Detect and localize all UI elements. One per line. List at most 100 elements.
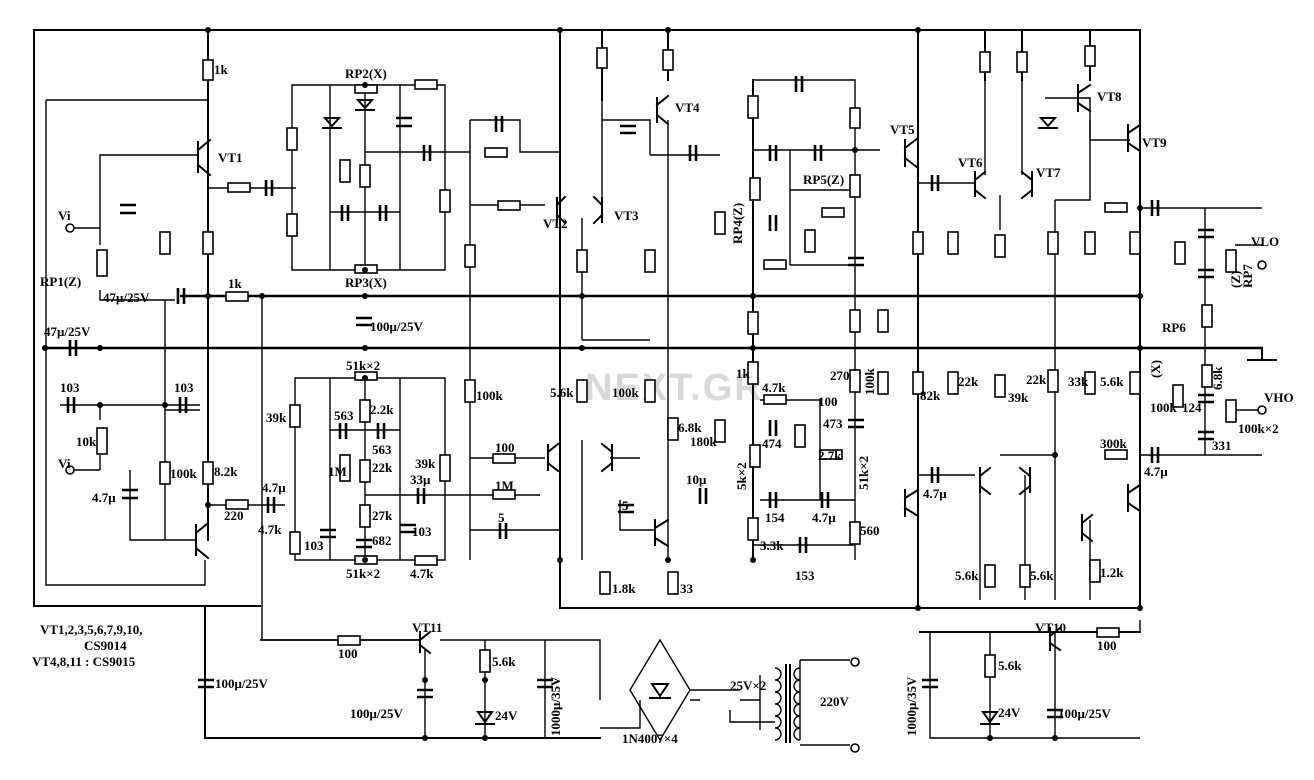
- r-39k-c-label: 39k: [1008, 390, 1029, 405]
- c-563-b-label: 563: [372, 442, 392, 457]
- r-22k-b-label: 22k: [958, 374, 979, 389]
- c-47u-25v-b-label: 47μ/25V: [44, 324, 91, 339]
- r-100-ps1-label: 100: [338, 646, 358, 661]
- r-5k6-d-label: 5.6k: [1030, 568, 1054, 583]
- c-331-label: 331: [1212, 438, 1232, 453]
- r-33k-label: 33k: [1068, 374, 1089, 389]
- watermark: NEXT.GR: [585, 367, 764, 409]
- r-4k7-b-label: 4.7k: [258, 522, 282, 537]
- r-1m-b-label: 1M: [495, 478, 514, 493]
- vi-bottom-label: Vi: [58, 456, 71, 471]
- terminals: [65, 223, 1267, 753]
- r-1k-top-label: 1k: [214, 62, 229, 77]
- r-100k-d-label: 100k: [1150, 400, 1178, 415]
- r-5k6-c-label: 5.6k: [955, 568, 979, 583]
- c-103-c-label: 103: [412, 524, 432, 539]
- output-stage: [918, 80, 1262, 600]
- transformer: [729, 664, 801, 743]
- vi-top-label: Vi: [58, 208, 71, 223]
- transistor-symbols: [194, 83, 1142, 655]
- c-4u7-b-label: 4.7μ: [262, 480, 286, 495]
- c-10u-label: 10μ: [686, 472, 707, 487]
- rp3-label: RP3(X): [345, 275, 387, 290]
- vt10-label: VT10: [1035, 620, 1066, 635]
- c-1000u-35v-b-label: 1000μ/35V: [904, 676, 919, 736]
- r-1k-mid-label: 1k: [228, 276, 243, 291]
- r-33-label: 33: [680, 581, 694, 596]
- vt2-label: VT2: [543, 216, 568, 231]
- r-100k-x2-label: 100k×2: [1238, 421, 1279, 436]
- c-100u-25v-ps1b-label: 100μ/25V: [350, 706, 403, 721]
- r-560-label: 560: [860, 523, 880, 538]
- r-100k-left-label: 100k: [170, 466, 198, 481]
- vt8-label: VT8: [1097, 89, 1122, 104]
- r-100-ps2-label: 100: [1097, 638, 1117, 653]
- vt9-label: VT9: [1142, 135, 1167, 150]
- vho-label: VHO: [1264, 390, 1294, 405]
- pot-10k-label: 10k: [76, 434, 97, 449]
- r-124-label: 124: [1182, 400, 1202, 415]
- xfmr-sec-label: 25V×2: [730, 678, 766, 693]
- c-4u7-left-label: 4.7μ: [92, 490, 116, 505]
- rp4-label: RP4(Z): [730, 203, 745, 244]
- z-24v-a-label: 24V: [495, 708, 518, 723]
- r-51k-x2-r-label: 51k×2: [856, 456, 871, 490]
- vt11-label: VT11: [412, 620, 442, 635]
- c-100u-25v-ps2-label: 100μ/25V: [1058, 706, 1111, 721]
- npn-list-note: VT1,2,3,5,6,7,9,10,: [40, 622, 143, 637]
- r-6k8-b-label: 6.8k: [1210, 366, 1225, 390]
- c-154-label: 154: [765, 510, 785, 525]
- c-473-label: 473: [823, 416, 843, 431]
- npn-type-note: CS9014: [84, 638, 127, 653]
- r-5k6-ps1-label: 5.6k: [492, 654, 516, 669]
- r-3k3-label: 3.3k: [760, 538, 784, 553]
- vt1-label: VT1: [218, 150, 243, 165]
- c-5-b-label: 5: [622, 498, 629, 513]
- c-563-a-label: 563: [334, 408, 354, 423]
- c-682-label: 682: [372, 533, 392, 548]
- r-100-b-label: 100: [818, 394, 838, 409]
- vt5-label: VT5: [890, 122, 915, 137]
- r-8k2-label: 8.2k: [214, 464, 238, 479]
- r-1k2-label: 1.2k: [1100, 565, 1124, 580]
- r-51k-x2-bot-label: 51k×2: [346, 566, 380, 581]
- vlo-label: VLO: [1251, 234, 1279, 249]
- r-100k-b-label: 100k: [612, 385, 640, 400]
- c-4u7-e-label: 4.7μ: [923, 486, 947, 501]
- c-100u-25v-mid-label: 100μ/25V: [370, 319, 423, 334]
- r-1k-rp4-label: 1k: [736, 366, 751, 381]
- r-27k-label: 27k: [372, 508, 393, 523]
- junctions: [42, 27, 1143, 741]
- r-22k-a-label: 22k: [372, 460, 393, 475]
- r-39k-a-label: 39k: [266, 410, 287, 425]
- r-39k-b-label: 39k: [415, 456, 436, 471]
- r-100k-mid-label: 100k: [476, 388, 504, 403]
- r-180k-label: 180k: [690, 434, 718, 449]
- r-5k6-b-label: 5.6k: [1100, 374, 1124, 389]
- transistor-notes: VT1,2,3,5,6,7,9,10, CS9014 VT4,8,11 : CS…: [32, 622, 143, 669]
- c-103-d-label: 103: [304, 538, 324, 553]
- r-1m-a-label: 1M: [328, 464, 347, 479]
- r-100k-c-label: 100k: [862, 368, 877, 396]
- z-24v-b-label: 24V: [998, 705, 1021, 720]
- r-300k-label: 300k: [1100, 436, 1128, 451]
- diodes: [322, 99, 1058, 725]
- r-51k-x2-top-label: 51k×2: [346, 358, 380, 373]
- power-supply: [260, 620, 1141, 746]
- vt4-label: VT4: [675, 100, 700, 115]
- labels: 1k VT1 Vi RP1(Z) 47μ/25V 1k 47μ/25V 100μ…: [40, 62, 1294, 746]
- vt3-label: VT3: [614, 208, 639, 223]
- c-4u7-d-label: 4.7μ: [812, 510, 836, 525]
- r-4k7-c-label: 4.7k: [410, 566, 434, 581]
- r-4k7-d-label: 4.7k: [762, 380, 786, 395]
- r-270-label: 270: [830, 368, 850, 383]
- vt6-label: VT6: [958, 155, 983, 170]
- rp7-label: RP7: [1240, 264, 1255, 288]
- c-33u-label: 33μ: [410, 472, 431, 487]
- r-2k7-label: 2.7k: [818, 448, 842, 463]
- r-82k-label: 82k: [920, 388, 941, 403]
- r-5k-x2-label: 5k×2: [734, 462, 749, 490]
- r-5k6-ps2-label: 5.6k: [998, 658, 1022, 673]
- tone-network-upper: [291, 84, 470, 271]
